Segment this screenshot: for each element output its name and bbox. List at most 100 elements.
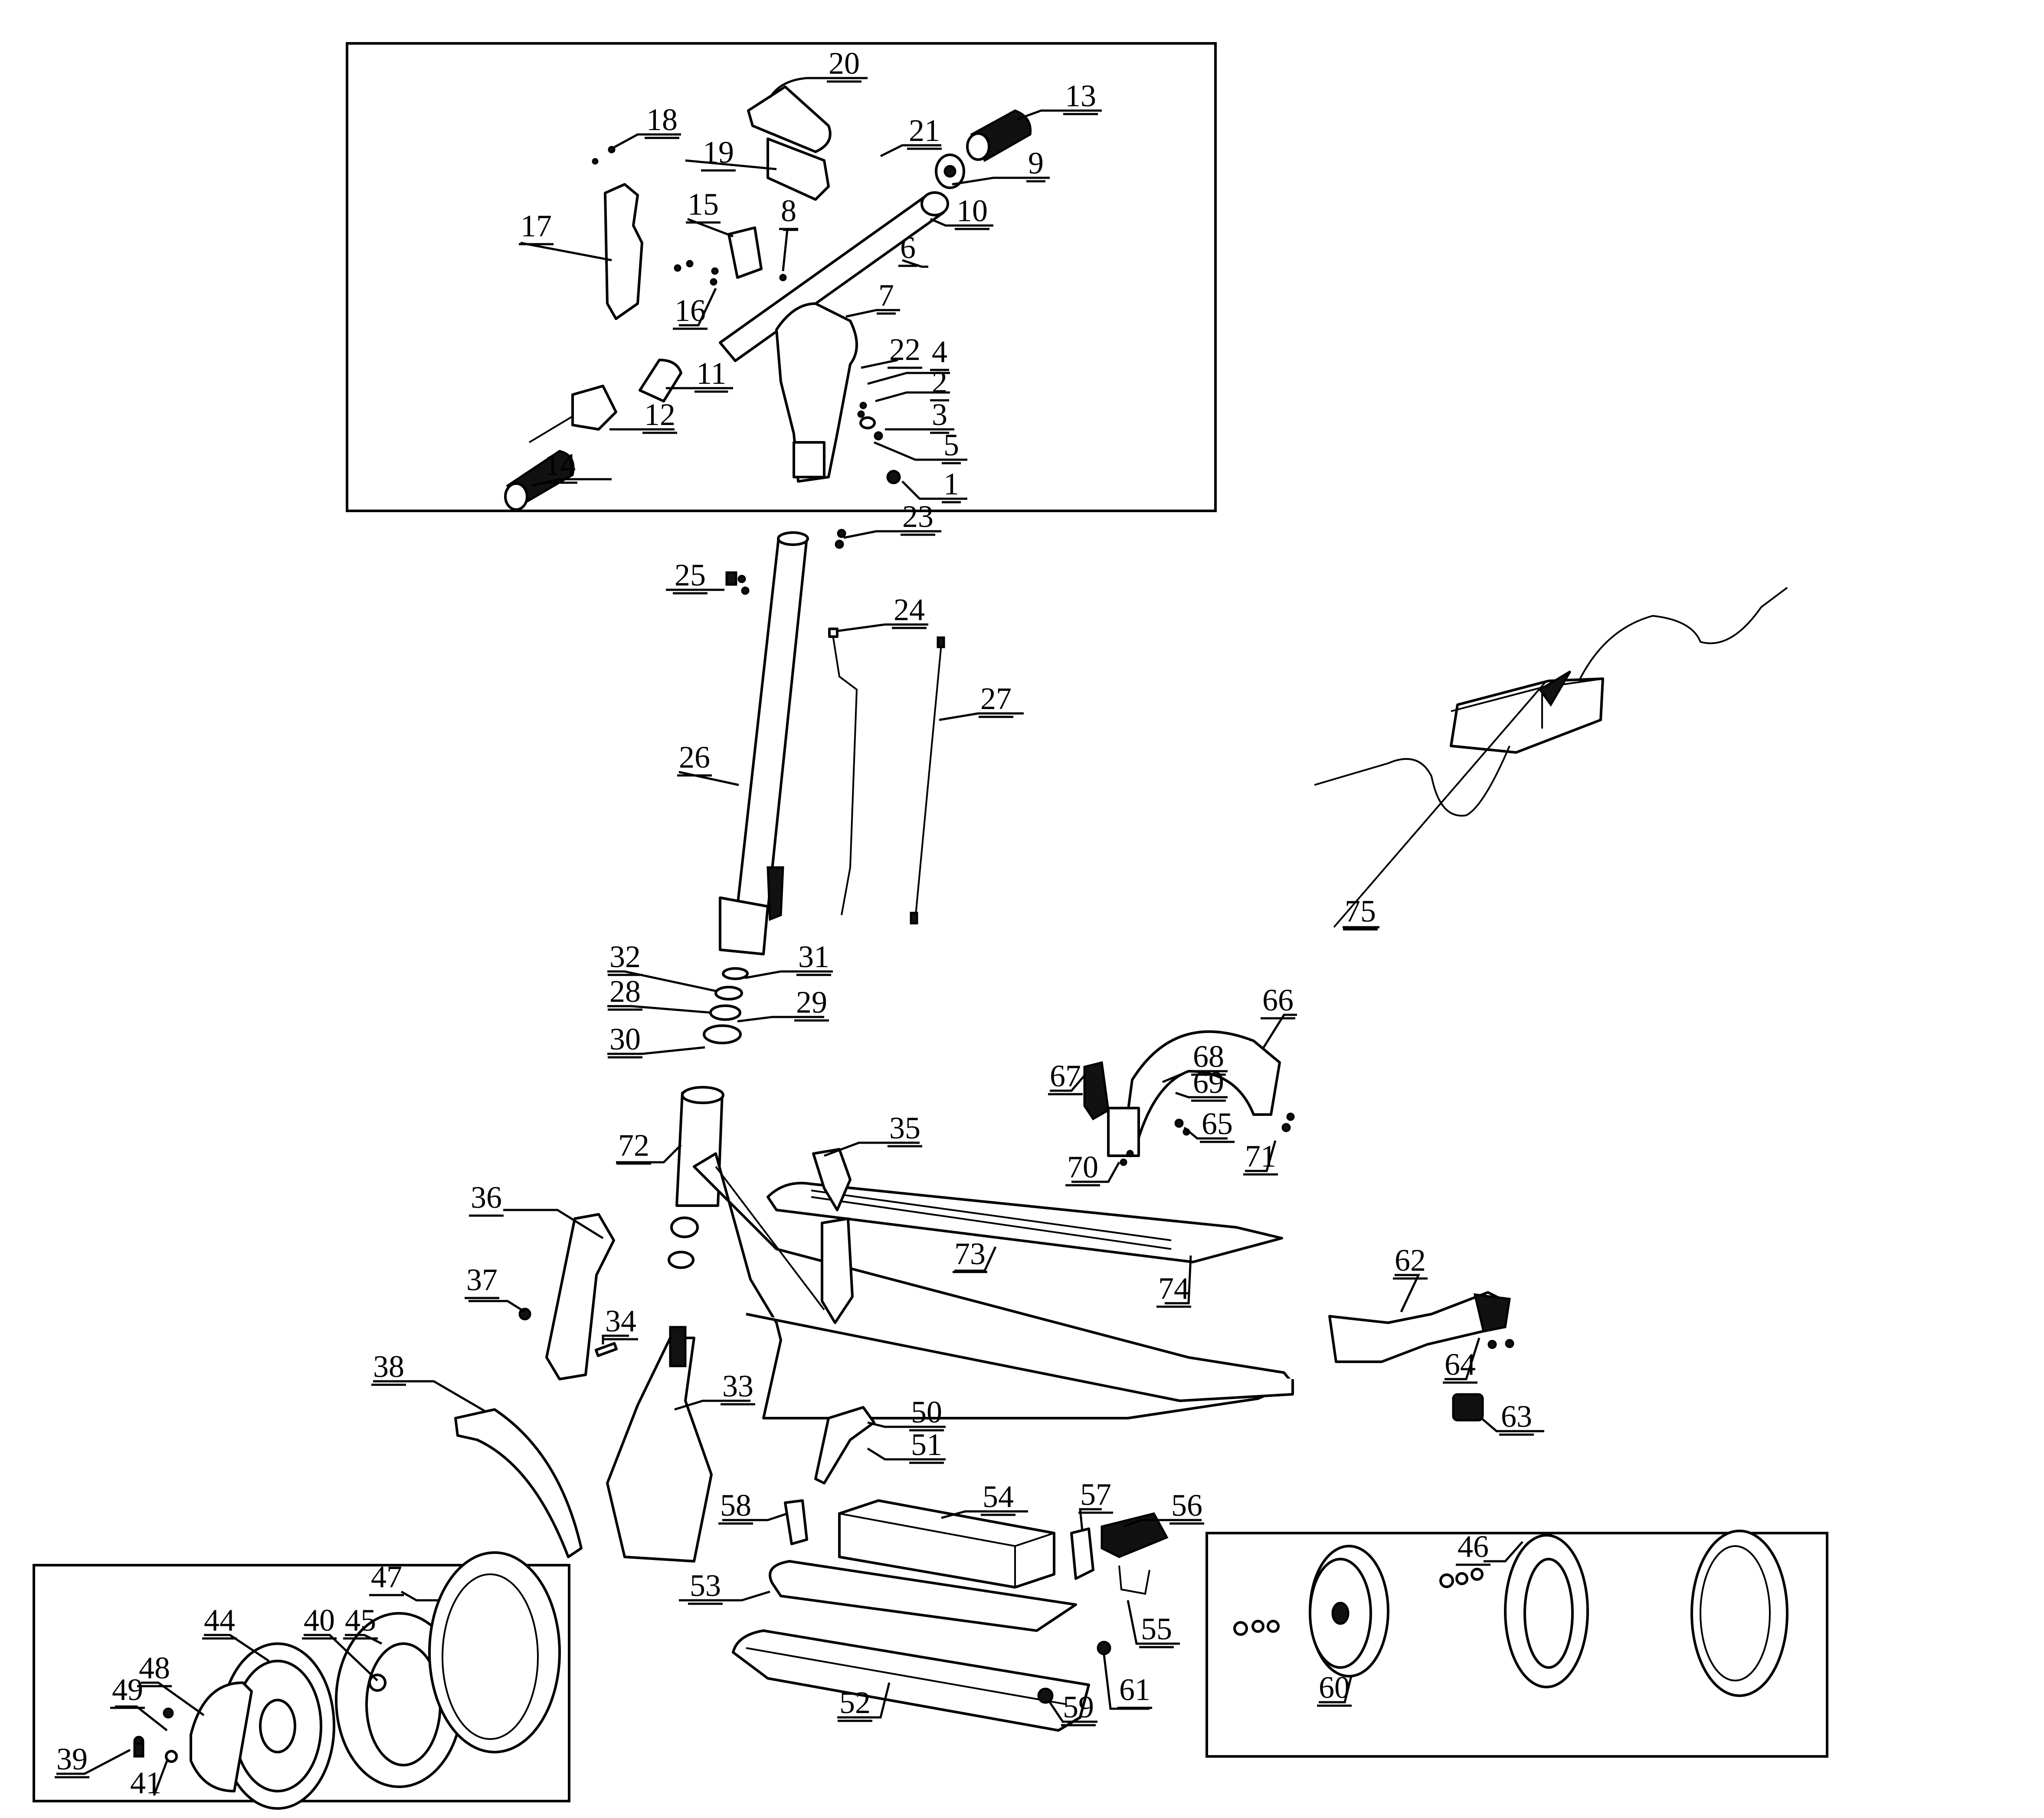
callout-37: 37	[465, 1262, 526, 1313]
label-22: 22	[889, 332, 920, 367]
callout-70: 70	[1065, 1150, 1120, 1187]
label-67: 67	[1050, 1059, 1081, 1093]
label-34: 34	[605, 1304, 636, 1338]
callout-38: 38	[371, 1349, 487, 1413]
callout-3: 3	[885, 397, 954, 434]
part-brake-lever-assembly	[604, 183, 643, 320]
callout-27: 27	[939, 681, 1024, 721]
callout-13: 13	[1017, 78, 1102, 121]
label-59: 59	[1063, 1690, 1094, 1724]
part-stem-head	[775, 302, 858, 483]
callout-32: 32	[607, 939, 716, 992]
callout-66: 66	[1261, 983, 1297, 1050]
callout-8: 8	[779, 193, 798, 271]
small-hardware-top	[592, 146, 901, 484]
callout-45: 45	[343, 1603, 383, 1645]
label-27: 27	[980, 681, 1012, 716]
part-deck-mat	[766, 1182, 1283, 1263]
part-frame	[675, 1086, 1294, 1419]
callout-69: 69	[1175, 1065, 1228, 1102]
label-3: 3	[932, 397, 947, 432]
label-23: 23	[902, 499, 934, 534]
label-25: 25	[675, 558, 706, 592]
callout-59: 59	[1048, 1690, 1097, 1726]
label-44: 44	[204, 1603, 235, 1638]
label-72: 72	[618, 1128, 649, 1163]
label-41: 41	[130, 1766, 161, 1800]
callout-35: 35	[824, 1111, 922, 1157]
callout-23: 23	[843, 499, 941, 539]
label-21: 21	[909, 113, 940, 148]
label-71: 71	[1245, 1139, 1276, 1174]
label-29: 29	[796, 985, 827, 1020]
callout-29: 29	[737, 985, 829, 1023]
callout-62: 62	[1393, 1243, 1428, 1313]
part-taillight-67	[1083, 1061, 1110, 1121]
label-66: 66	[1262, 983, 1294, 1017]
callout-11: 11	[666, 356, 733, 393]
callout-68: 68	[1162, 1039, 1228, 1083]
part-left-grip	[504, 450, 575, 511]
callout-16: 16	[673, 288, 717, 330]
small-hardware-deck	[518, 1216, 699, 1357]
callout-65: 65	[1183, 1106, 1235, 1143]
part-bracket-57	[1070, 1527, 1094, 1580]
label-10: 10	[956, 193, 988, 228]
front-wheel-group-frame	[1205, 1532, 1828, 1758]
label-30: 30	[609, 1022, 641, 1056]
label-52: 52	[839, 1685, 871, 1720]
callout-20: 20	[769, 46, 868, 98]
callout-74: 74	[1156, 1255, 1192, 1308]
callout-36: 36	[469, 1180, 604, 1239]
label-58: 58	[720, 1488, 751, 1523]
label-45: 45	[345, 1603, 376, 1638]
part-battery-tray-52	[732, 1629, 1090, 1732]
part-bell-12	[528, 385, 617, 443]
label-8: 8	[781, 193, 796, 228]
callout-55: 55	[1127, 1600, 1180, 1648]
callout-31: 31	[744, 939, 833, 979]
callout-51: 51	[867, 1427, 946, 1464]
small-hardware-stem	[725, 529, 846, 595]
label-35: 35	[889, 1111, 920, 1145]
callout-47: 47	[369, 1560, 438, 1602]
callout-7: 7	[845, 278, 900, 318]
callout-5: 5	[874, 428, 967, 464]
part-kickstand	[814, 1406, 875, 1484]
callout-1: 1	[901, 467, 967, 504]
callout-63: 63	[1481, 1399, 1544, 1436]
label-62: 62	[1395, 1243, 1426, 1278]
callout-50: 50	[867, 1395, 946, 1432]
label-32: 32	[609, 939, 641, 974]
label-60: 60	[1319, 1670, 1350, 1705]
callout-12: 12	[609, 397, 677, 434]
label-61: 61	[1119, 1672, 1150, 1707]
callout-9: 9	[952, 146, 1050, 186]
label-7: 7	[878, 278, 894, 313]
label-26: 26	[679, 740, 710, 775]
label-55: 55	[1141, 1612, 1172, 1646]
label-20: 20	[829, 46, 860, 81]
part-charger	[1314, 587, 1788, 928]
callout-39: 39	[55, 1742, 131, 1779]
callout-49: 49	[110, 1672, 168, 1731]
small-hardware-rear-wheel	[133, 1674, 387, 1763]
label-38: 38	[373, 1349, 404, 1384]
callout-52: 52	[837, 1682, 891, 1722]
callout-61: 61	[1103, 1654, 1152, 1710]
part-bracket-15	[727, 226, 763, 279]
callout-71: 71	[1243, 1139, 1278, 1176]
label-9: 9	[1028, 146, 1044, 180]
small-hardware-rear	[1120, 1112, 1514, 1349]
part-front-tire	[1690, 1530, 1788, 1697]
part-rear-fender-66	[1122, 1030, 1281, 1146]
label-36: 36	[471, 1180, 502, 1215]
part-gasket-53	[769, 1560, 1077, 1632]
part-bracket-35	[812, 1148, 854, 1324]
label-28: 28	[609, 974, 641, 1009]
label-37: 37	[466, 1262, 498, 1297]
callout-60: 60	[1317, 1670, 1353, 1707]
callout-73: 73	[953, 1236, 997, 1273]
